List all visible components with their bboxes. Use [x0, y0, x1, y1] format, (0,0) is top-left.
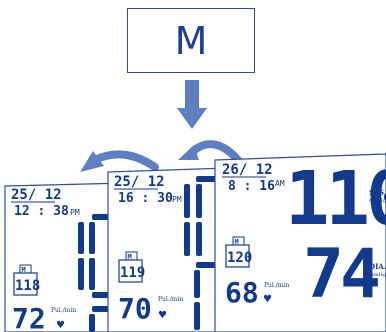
screen-2-ampm: PM [172, 195, 182, 204]
screen-3-pulse: 68 [225, 276, 259, 309]
screen-1-memory-index: 118 [15, 278, 40, 294]
screen-3-pulse-unit: Pul./min [264, 282, 289, 289]
lcd-screen-3: 26/ 12 8 : 16 AM M 120 68 Pul./min ♥ 110… [214, 153, 386, 332]
screen-1-ampm: PM [70, 208, 80, 217]
lcd-screen-2: 25/ 12 16 : 30 PM M 119 70 Pul./min ♥ [107, 167, 229, 332]
screen-2-memory-index: 119 [120, 265, 145, 281]
screen-2-pulse: 70 [118, 292, 152, 325]
screen-2-memory-badge: M [128, 253, 132, 261]
dia-label: DIA. [369, 262, 386, 271]
screen-1-pulse: 72 [12, 302, 46, 332]
screen-2-heart-icon: ♥ [158, 310, 167, 321]
screen-3-ampm: AM [275, 179, 285, 188]
screen-3-time: 8 : 16 [228, 179, 275, 194]
screen-3-heart-icon: ♥ [263, 294, 272, 305]
screen-2-large-digits [184, 176, 224, 330]
m-button-label: M [174, 18, 208, 63]
sys-label: SYS. [369, 188, 386, 197]
screen-2-pulse-unit: Pul./min [158, 296, 183, 303]
curved-arrow-right [178, 140, 242, 164]
curved-arrow-left [80, 150, 159, 172]
screen-1-pulse-unit: Pul./min [51, 307, 76, 314]
screen-1-time: 12 : 38 [14, 204, 69, 219]
lcd-screen-1: 25/ 12 12 : 38 PM M 118 72 Pul./min ♥ [4, 182, 129, 332]
screen-1-heart-icon: ♥ [56, 320, 65, 331]
screen-1-date: 25/ 12 [11, 187, 62, 203]
screen-2-date: 25/ 12 [114, 174, 165, 190]
screen-3-memory-index: 120 [227, 250, 252, 266]
sys-unit: mmHg [369, 198, 386, 204]
systolic-value: 110 [285, 156, 386, 242]
down-arrow [177, 80, 207, 129]
diastolic-value: 74 [303, 235, 378, 314]
screen-3-date: 26/ 12 [222, 162, 273, 178]
screen-1-memory-badge: M [22, 266, 26, 274]
dia-unit: mmHg [369, 272, 386, 278]
screen-2-time: 16 : 30 [118, 191, 173, 206]
m-button[interactable]: M [127, 8, 255, 73]
screen-3-memory-badge: M [235, 238, 239, 246]
